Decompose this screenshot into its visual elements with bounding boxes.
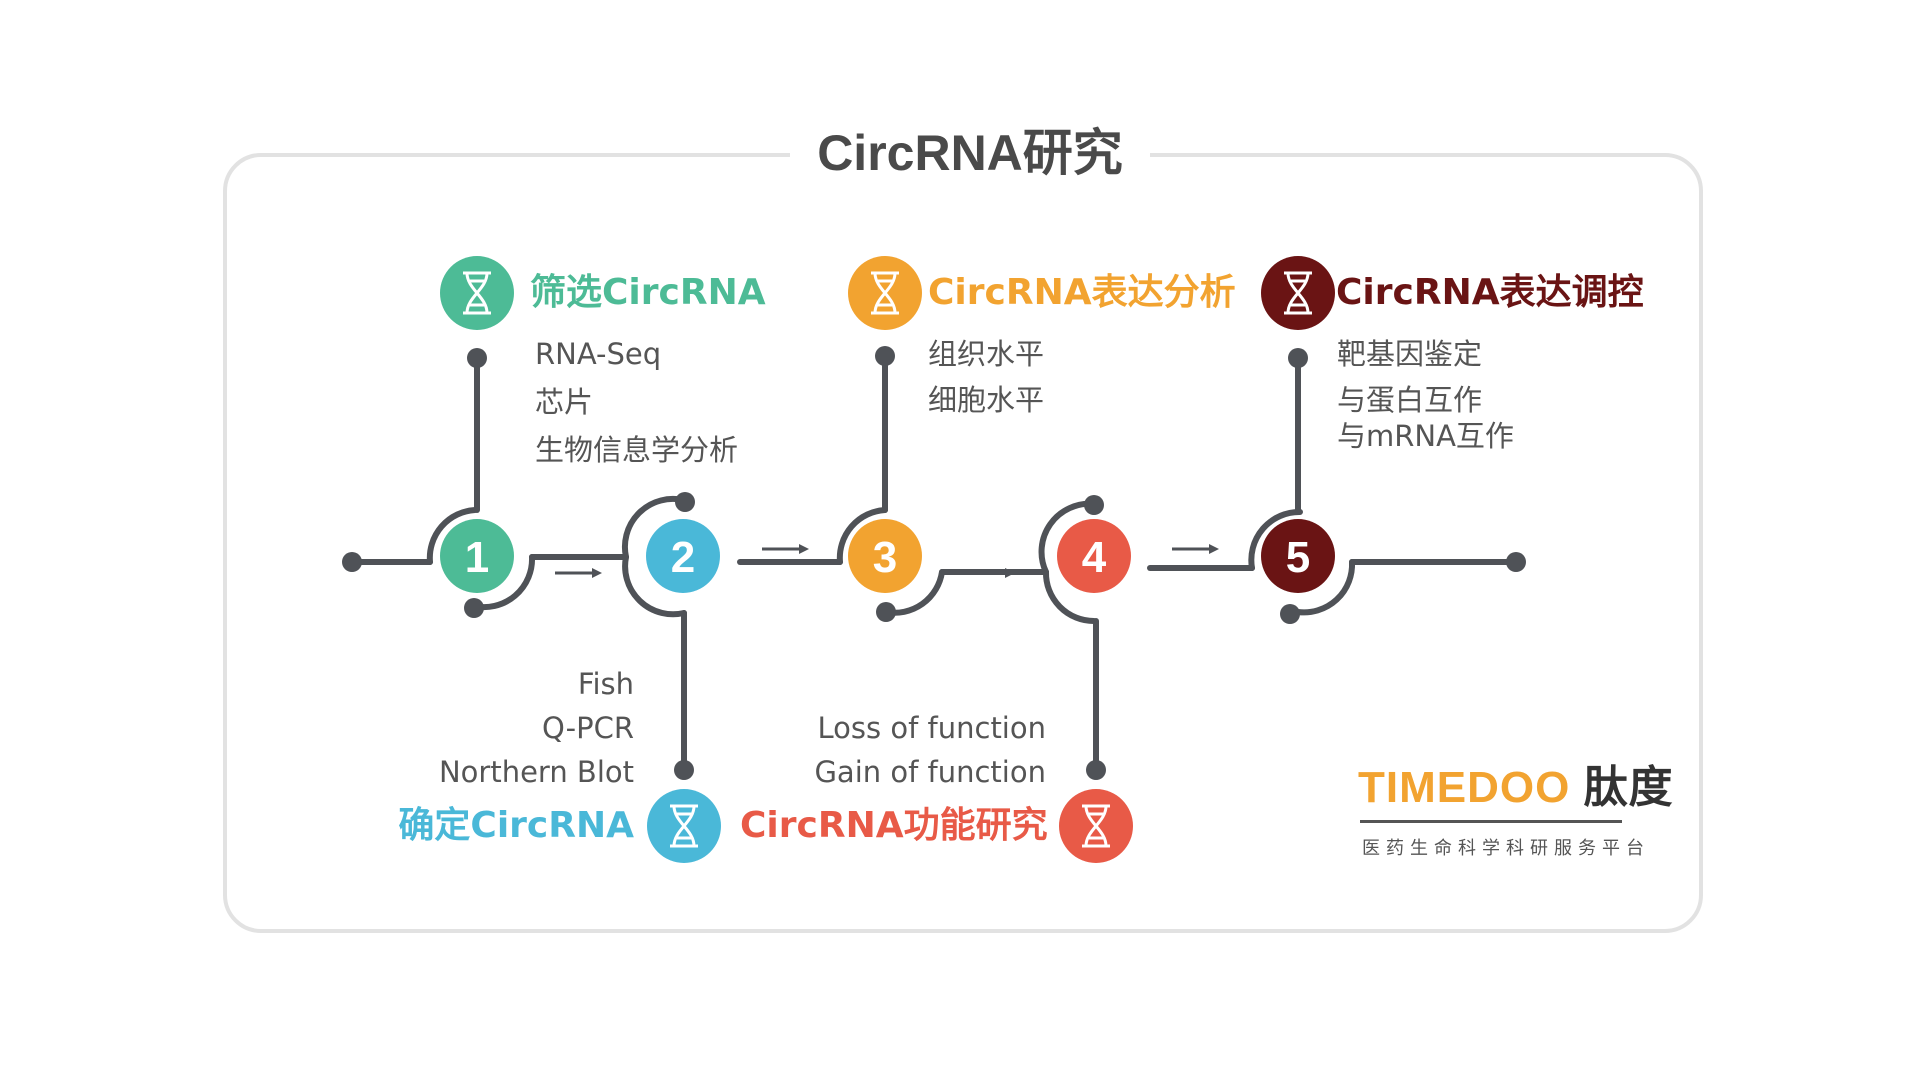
- connector-dots: [342, 346, 1526, 780]
- step-2-item: Fish: [577, 667, 634, 701]
- arrows: [555, 544, 1219, 578]
- step-4-item: Loss of function: [817, 711, 1046, 745]
- step-circle-2: 2: [646, 519, 720, 593]
- step-title-2: 确定CircRNA: [398, 805, 634, 846]
- step-5-item: 靶基因鉴定: [1337, 337, 1483, 371]
- step-title-3: CircRNA表达分析: [928, 272, 1236, 313]
- brand-logo: TIMEDOO 肽度: [1358, 762, 1674, 814]
- step-3-item: 细胞水平: [928, 383, 1045, 417]
- arrow-right-icon: [1172, 544, 1219, 554]
- timeline-path: [349, 353, 1519, 773]
- step-circle-5: 5: [1261, 519, 1335, 593]
- arrow-right-icon: [555, 568, 602, 578]
- step-circle-4: 4: [1057, 519, 1131, 593]
- brand-tagline: 医药生命科学科研服务平台: [1362, 838, 1650, 859]
- step-1-item: 芯片: [535, 385, 594, 419]
- step-title-1: 筛选CircRNA: [530, 272, 766, 313]
- brand-name-en: TIMEDOO: [1358, 763, 1571, 812]
- step-2-item: Northern Blot: [438, 755, 634, 789]
- svg-text:4: 4: [1082, 533, 1107, 582]
- step-4-item: Gain of function: [814, 755, 1046, 789]
- svg-text:5: 5: [1286, 533, 1310, 582]
- svg-text:3: 3: [873, 533, 897, 582]
- page-title: CircRNA研究: [790, 113, 1150, 193]
- arrow-right-icon: [968, 568, 1015, 578]
- step-1-item: RNA-Seq: [535, 337, 662, 371]
- dna-icon: [1059, 789, 1133, 863]
- step-1-item: 生物信息学分析: [535, 433, 739, 467]
- brand-name-cn: 肽度: [1583, 763, 1674, 812]
- dna-icon: [848, 256, 922, 330]
- step-5-item: 与mRNA互作: [1337, 419, 1514, 453]
- arrow-right-icon: [762, 544, 809, 554]
- step-3-item: 组织水平: [928, 337, 1045, 371]
- logo-divider: [1360, 820, 1622, 823]
- dna-icon: [440, 256, 514, 330]
- dna-icon: [647, 789, 721, 863]
- step-2-item: Q-PCR: [542, 711, 634, 745]
- dna-icon: [1261, 256, 1335, 330]
- step-title-5: CircRNA表达调控: [1336, 272, 1644, 313]
- step-5-item: 与蛋白互作: [1337, 383, 1483, 417]
- svg-text:1: 1: [465, 533, 489, 582]
- step-title-4: CircRNA功能研究: [740, 805, 1048, 846]
- svg-text:2: 2: [671, 533, 695, 582]
- step-circle-3: 3: [848, 519, 922, 593]
- step-circle-1: 1: [440, 519, 514, 593]
